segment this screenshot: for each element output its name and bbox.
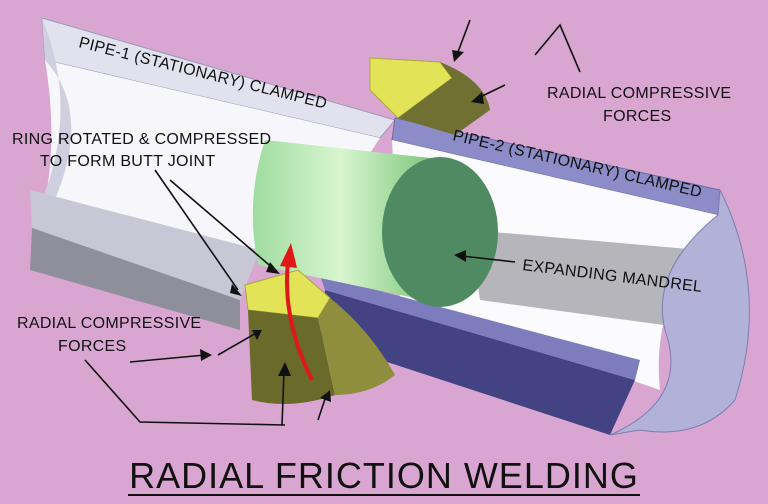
pipe-2-inner-shadow [470,230,700,330]
ring-top-segment [369,57,490,135]
radial-top-label-line-1: RADIAL COMPRESSIVE [547,85,731,102]
radial-bottom-arrow-3 [281,371,285,426]
ring-leader-1 [169,179,276,271]
pipe-2-end-ring [609,188,750,436]
radial-bottom-arrowhead-4 [320,390,331,402]
radial-bottom-arrowhead-3 [278,362,291,376]
rotation-arrowhead [280,243,297,268]
pipe-1-bottom-wall [30,190,260,300]
callout-arrows [84,19,581,426]
pipe-1-outer-bottom [30,228,240,330]
expanding-mandrel [252,140,498,307]
ring-label-line-1: RING ROTATED & COMPRESSED [12,131,271,148]
radial-top-arrowhead-2 [471,92,484,104]
ring-label-line-2: TO FORM BUTT JOINT [40,153,215,170]
pipe-2-ridge [320,275,640,380]
radial-top-arrow-1 [457,19,471,53]
ring-arrowhead-2 [230,284,242,296]
radial-bottom-arrow-4 [317,395,327,421]
radial-top-arrowhead-1 [452,50,464,62]
ring-bottom-segment [244,269,395,404]
radial-bottom-arrow-2 [217,331,259,356]
radial-bottom-label-line-2: FORCES [58,338,126,355]
mandrel-end-face [382,157,498,307]
rotation-arrow [285,261,314,381]
diagram-title: RADIAL FRICTION WELDING [129,455,639,496]
radial-bottom-arrowhead-1 [200,349,212,361]
ring-arrowhead-1 [266,262,280,274]
pipe-2-bottom-face [320,290,635,435]
radial-bottom-arrowhead-2 [252,330,262,340]
mandrel-arrowhead [454,250,466,262]
radial-bottom-label-line-1: RADIAL COMPRESSIVE [17,315,201,332]
radial-bottom-arrow-1 [129,354,206,363]
radial-top-leader [534,23,581,73]
ring-top-side [398,62,490,135]
ring-leader-2 [154,169,239,291]
radial-bottom-leader [84,359,286,426]
ring-bottom-outer [318,298,395,395]
radial-top-label-line-2: FORCES [603,108,671,125]
ring-bottom-side [248,310,335,404]
mandrel-arrow [461,255,516,263]
